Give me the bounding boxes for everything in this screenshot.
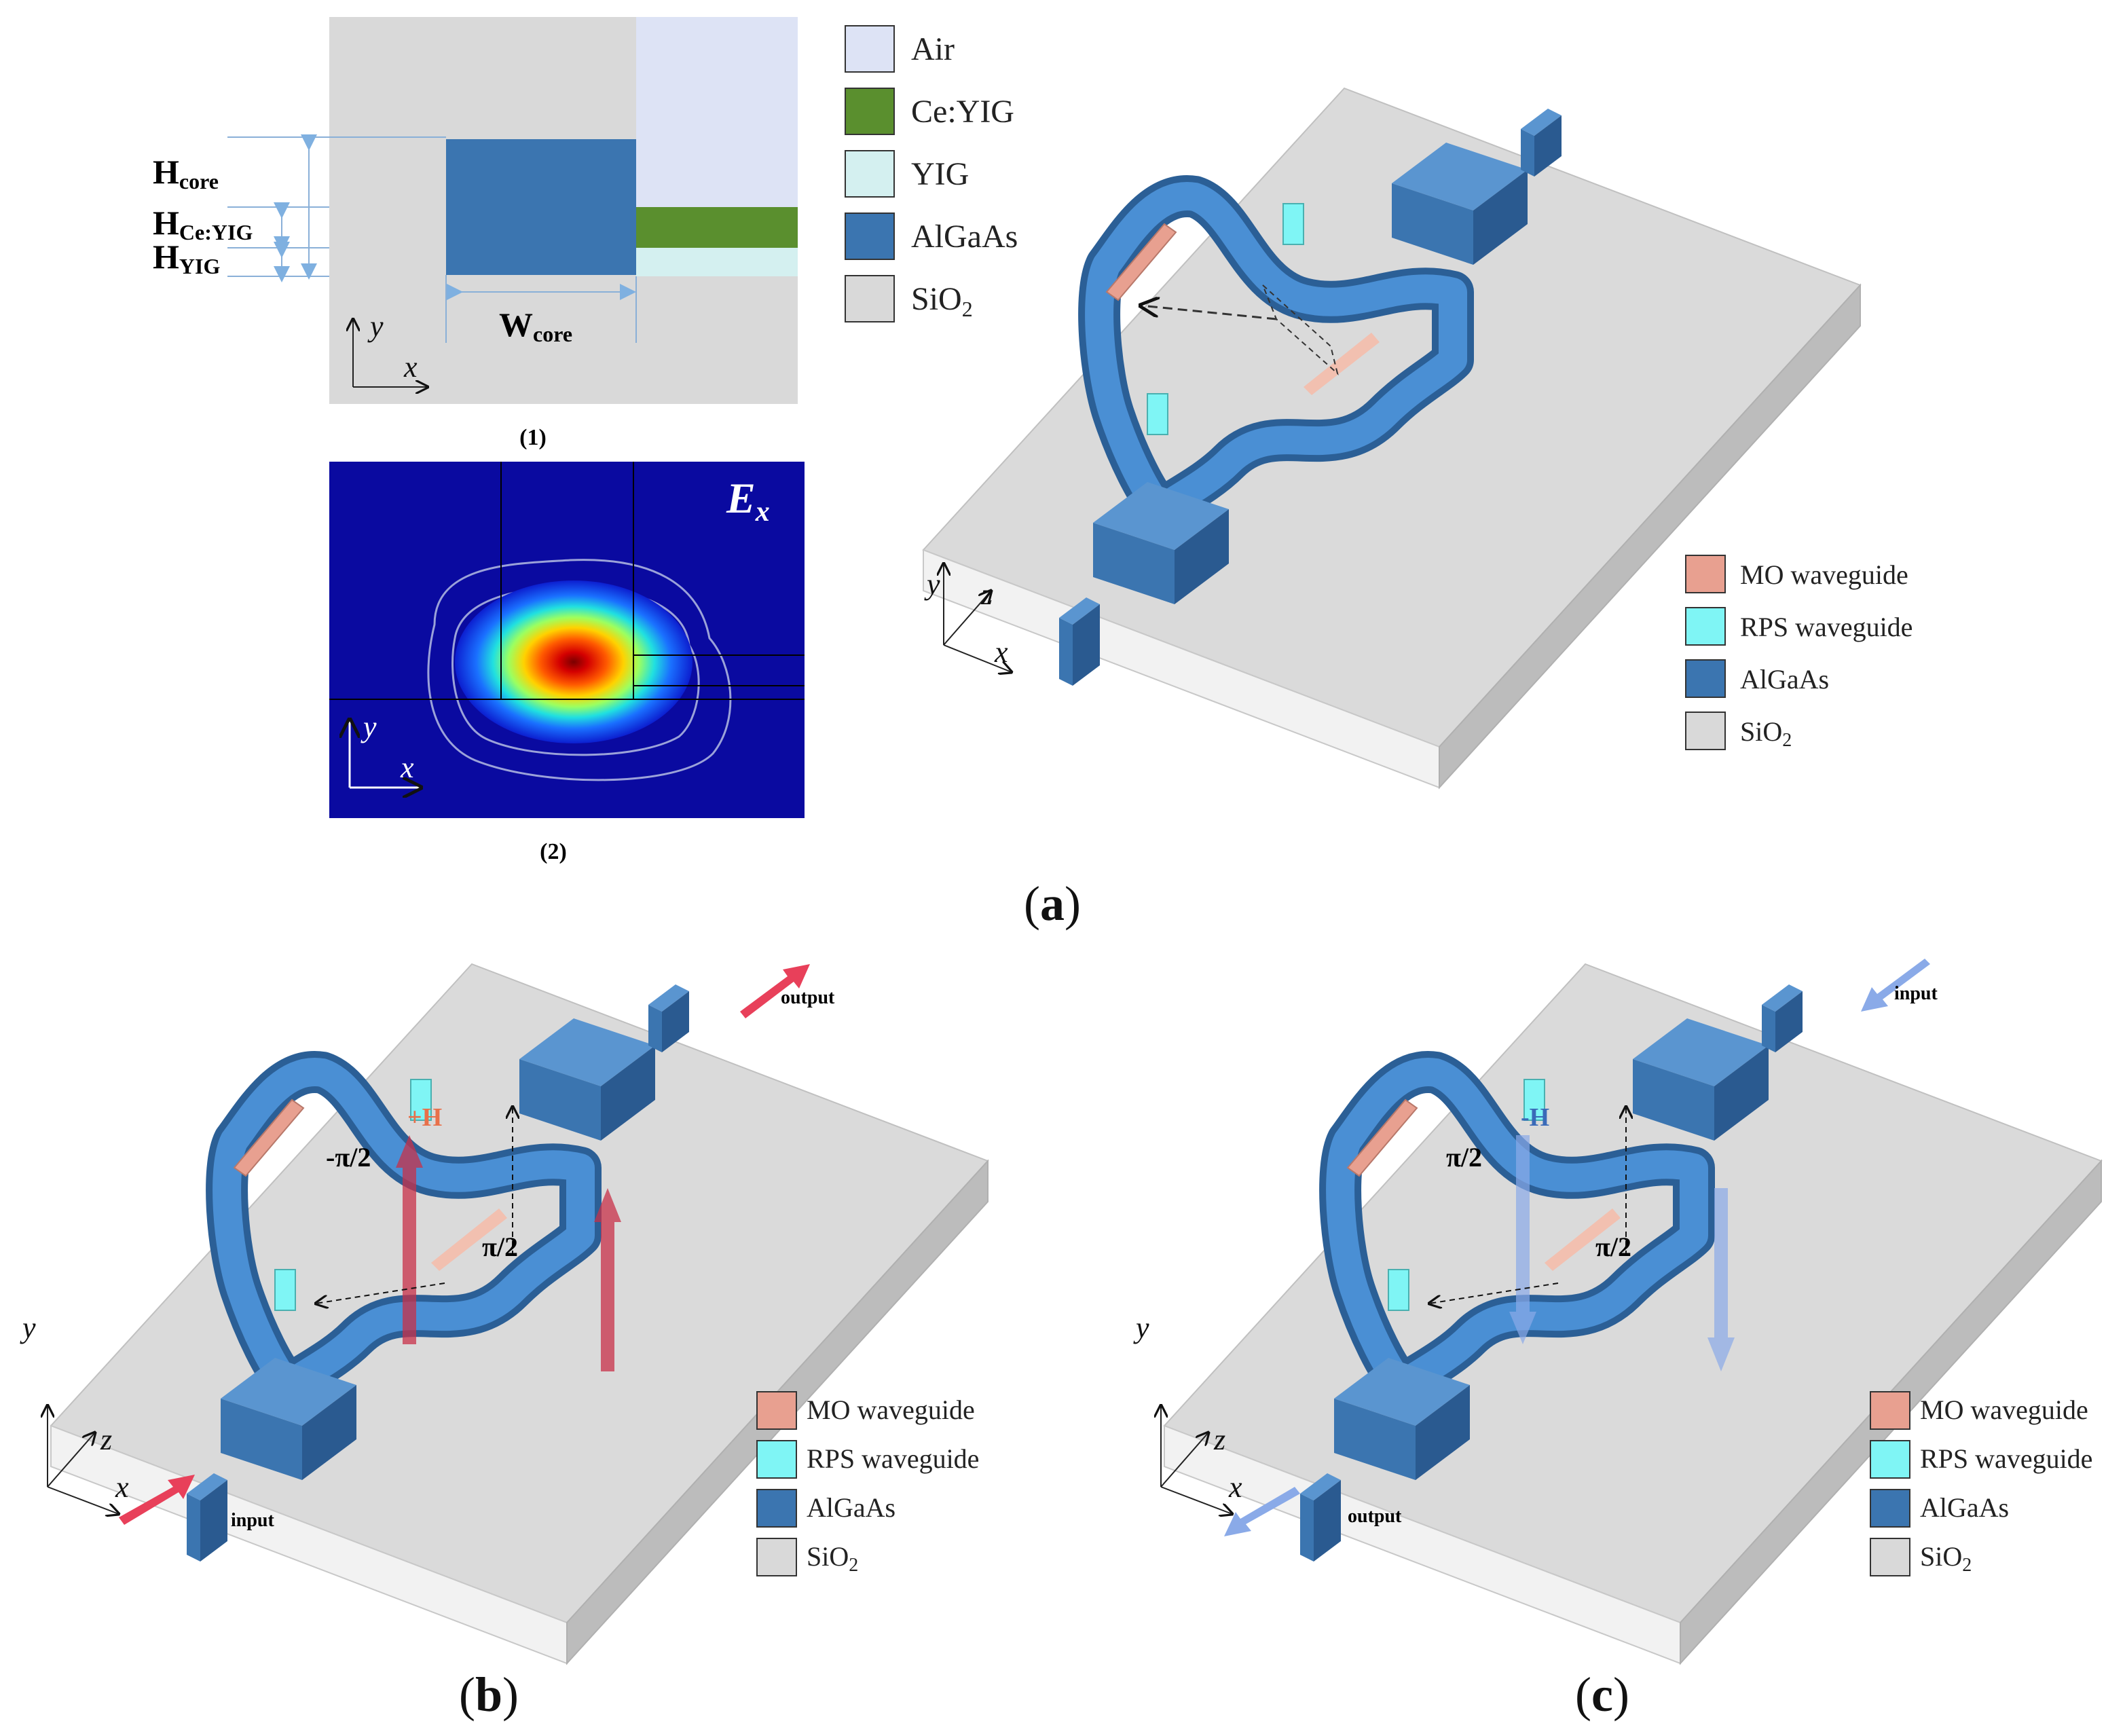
ceyig-layer: [636, 207, 798, 248]
w-core-label: Wcore: [499, 306, 572, 346]
legend-swatch-ceyig: [845, 88, 895, 135]
legend-b-rps: RPS waveguide: [807, 1443, 979, 1474]
phase-rps-b: π/2: [482, 1232, 518, 1262]
xy-axes-2: [350, 720, 421, 788]
field-map: Ex y x (2): [329, 462, 805, 864]
phase-mo-b: -π/2: [326, 1142, 371, 1172]
input-arrow: [1861, 959, 1930, 1012]
output-label-b: output: [781, 987, 835, 1008]
legend-label-yig: YIG: [911, 156, 969, 192]
axis-x-1: x: [403, 350, 418, 384]
device-panel-a: y z x: [923, 88, 1860, 788]
axis-y-b: y: [20, 1311, 36, 1344]
axis-z-a: z: [980, 578, 993, 611]
sub-label-2: (2): [540, 839, 567, 864]
input-label-c: input: [1894, 983, 1938, 1004]
axis-y-1: y: [367, 310, 384, 343]
axis-y-a: y: [924, 568, 940, 601]
input-label-b: input: [231, 1510, 274, 1531]
device-legend-a: MO waveguide RPS waveguide AlGaAs SiO2: [1685, 555, 1913, 751]
output-arrow: [1224, 1487, 1300, 1536]
axis-x-2: x: [400, 751, 414, 784]
legend-a-algaas: AlGaAs: [1740, 664, 1829, 695]
device-panel-c: [1161, 959, 2101, 1663]
cross-section-pointer: [1141, 306, 1277, 320]
legend-swatch-sio2: [845, 275, 895, 322]
axis-x-b: x: [115, 1471, 129, 1504]
phase-mo-c: π/2: [1446, 1142, 1482, 1172]
legend-b-sio2: SiO2: [807, 1541, 858, 1576]
legend-swatch-yig: [845, 150, 895, 198]
legend-c-mo: MO waveguide: [1920, 1395, 2088, 1425]
device-panel-b: [48, 964, 988, 1663]
h-core-label: Hcore: [153, 153, 219, 193]
legend-c-rps: RPS waveguide: [1920, 1443, 2092, 1474]
legend-swatch-air: [845, 25, 895, 73]
legend-a-sio2: SiO2: [1740, 716, 1792, 751]
axis-y-2: y: [361, 710, 377, 743]
device-legend-b: MO waveguide RPS waveguide AlGaAs SiO2: [756, 1391, 979, 1576]
field-arrow-2: [1707, 1188, 1735, 1371]
legend-c-sio2: SiO2: [1920, 1541, 1972, 1576]
legend-c-algaas: AlGaAs: [1920, 1492, 2009, 1523]
axis-z-b: z: [100, 1423, 112, 1456]
legend-label-air: Air: [911, 31, 955, 67]
legend-label-algaas: AlGaAs: [911, 219, 1018, 255]
axis-z-c: z: [1213, 1423, 1225, 1456]
xyz-axes-a: [944, 564, 1012, 672]
field-arrow-1: [396, 1135, 423, 1344]
field-distribution: [455, 580, 692, 743]
caption-c: (c): [1575, 1667, 1629, 1722]
sub-label-1: (1): [519, 425, 547, 450]
xy-axes-1: [353, 319, 428, 387]
field-arrow-1: [1509, 1135, 1536, 1344]
h-yig-label: HYIG: [153, 238, 220, 278]
axis-x-c: x: [1228, 1471, 1242, 1504]
xyz-axes-c: [1161, 1405, 1232, 1514]
axis-y-c: y: [1133, 1311, 1149, 1344]
legend-label-ceyig: Ce:YIG: [911, 94, 1014, 130]
caption-b: (b): [459, 1667, 519, 1722]
legend-a-mo: MO waveguide: [1740, 559, 1908, 590]
legend-swatch-algaas: [845, 213, 895, 260]
legend-a-rps: RPS waveguide: [1740, 612, 1913, 642]
air-region: [636, 17, 798, 207]
legend-b-mo: MO waveguide: [807, 1395, 975, 1425]
output-label-c: output: [1348, 1506, 1402, 1527]
axis-x-a: x: [994, 635, 1008, 669]
field-arrow-2: [594, 1188, 621, 1371]
input-arrow: [119, 1475, 195, 1525]
material-legend: Air Ce:YIG YIG AlGaAs SiO2: [845, 25, 1018, 322]
caption-a: (a): [1024, 876, 1081, 931]
h-ceyig-label: HCe:YIG: [153, 204, 253, 244]
yig-layer: [636, 248, 798, 276]
xyz-axes-b: [48, 1405, 119, 1514]
legend-label-sio2: SiO2: [911, 281, 973, 321]
legend-b-algaas: AlGaAs: [807, 1492, 895, 1523]
algaas-core: [446, 139, 636, 275]
field-component-label: Ex: [726, 474, 770, 528]
cross-section-diagram: Hcore HCe:YIG HYIG Wcore y x (1): [153, 17, 798, 450]
field-label-c: -H: [1521, 1103, 1549, 1132]
output-arrow: [740, 964, 810, 1018]
phase-rps-c: π/2: [1595, 1232, 1631, 1262]
field-label-b: +H: [407, 1103, 442, 1132]
device-legend-c: MO waveguide RPS waveguide AlGaAs SiO2: [1870, 1391, 2092, 1576]
